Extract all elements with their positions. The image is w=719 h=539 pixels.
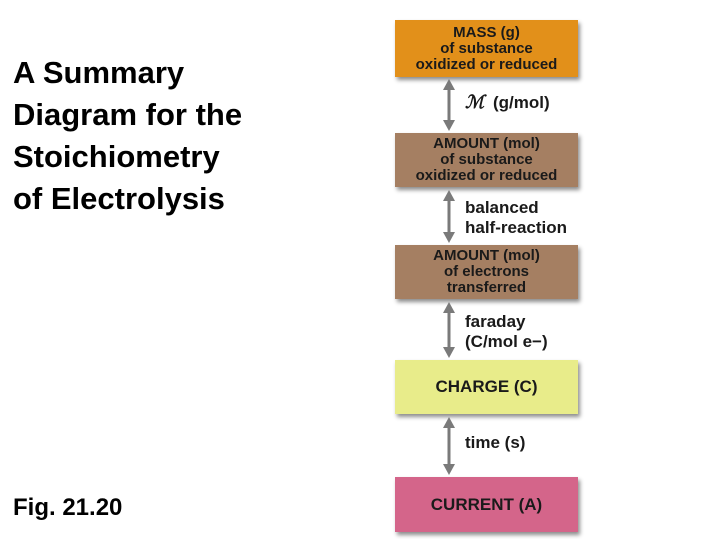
molar-mass-symbol: ℳ <box>465 92 485 112</box>
amount-electrons-line: of electrons <box>443 263 530 280</box>
time-label: time (s) <box>465 433 526 452</box>
figure-label: Fig. 21.20 <box>13 494 123 521</box>
half-reaction-line: half-reaction <box>465 218 568 237</box>
mass-box-heading: MASS (g) <box>453 23 520 41</box>
title-line: A Summary <box>13 55 185 90</box>
faraday-line: (C/mol e−) <box>465 332 548 351</box>
mass-box-line: of substance <box>440 39 533 57</box>
title-line: of Electrolysis <box>13 181 225 216</box>
double-arrow-icon <box>443 190 455 243</box>
amount-electrons-box: AMOUNT (mol) of electrons transferred <box>395 245 578 299</box>
amount-substance-line: of substance <box>440 151 533 168</box>
faraday-label: faraday (C/mol e−) <box>465 312 548 352</box>
charge-box: CHARGE (C) <box>395 360 578 414</box>
double-arrow-icon <box>443 79 455 131</box>
title-line: Diagram for the <box>13 97 243 132</box>
current-box: CURRENT (A) <box>395 477 578 532</box>
half-reaction-line: balanced <box>465 198 539 217</box>
amount-electrons-line: transferred <box>446 279 527 296</box>
amount-substance-heading: AMOUNT (mol) <box>433 135 540 152</box>
faraday-line: faraday <box>465 312 526 331</box>
title-line: Stoichiometry <box>13 139 220 174</box>
amount-substance-box: AMOUNT (mol) of substance oxidized or re… <box>395 133 578 187</box>
molar-mass-label: ℳ (g/mol) <box>465 92 550 113</box>
double-arrow-icon <box>443 417 455 475</box>
amount-substance-line: oxidized or reduced <box>415 167 558 184</box>
amount-electrons-heading: AMOUNT (mol) <box>433 247 540 264</box>
half-reaction-label: balanced half-reaction <box>465 198 567 238</box>
mass-box-line: oxidized or reduced <box>415 55 558 73</box>
slide-title: A Summary Diagram for the Stoichiometry … <box>13 52 343 220</box>
mass-box: MASS (g) of substance oxidized or reduce… <box>395 20 578 77</box>
double-arrow-icon <box>443 302 455 358</box>
molar-mass-unit: (g/mol) <box>492 93 550 112</box>
